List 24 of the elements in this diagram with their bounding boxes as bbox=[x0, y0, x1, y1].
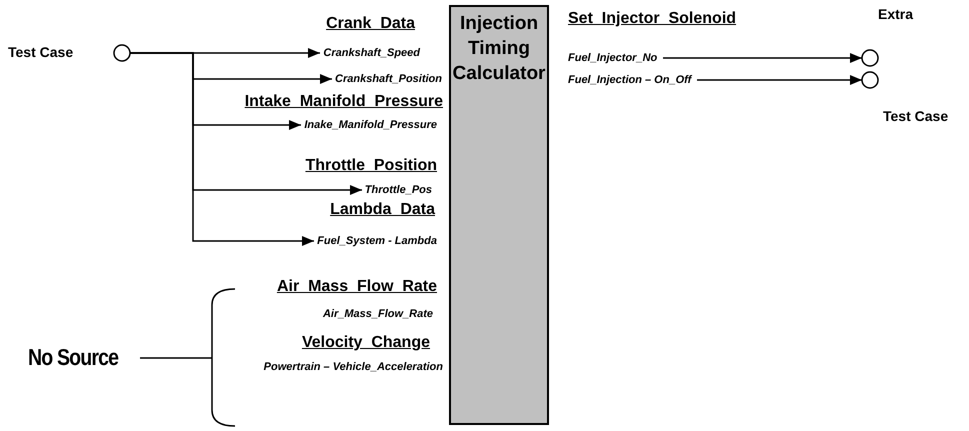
group-heading: Lambda_Data bbox=[330, 200, 435, 219]
signal-label: Fuel_Injection – On_Off bbox=[568, 73, 692, 87]
group-heading: Air_Mass_Flow_Rate bbox=[276, 277, 437, 296]
arrow bbox=[130, 52, 314, 246]
group-heading: Set_Injector_Solenoid bbox=[568, 9, 736, 28]
terminal-label: Extra bbox=[878, 6, 914, 23]
signal-label: Crankshaft_Position bbox=[335, 72, 442, 86]
group-heading: Crank_Data bbox=[326, 14, 415, 33]
terminal-label: Test Case bbox=[8, 44, 74, 61]
signal-label: Powertrain – Vehicle_Acceleration bbox=[264, 360, 443, 374]
source-label: No Source bbox=[28, 343, 118, 371]
signal-label: Fuel_System - Lambda bbox=[317, 234, 437, 248]
signal-label: Crankshaft_Speed bbox=[323, 46, 420, 60]
group-heading: Throttle_Position bbox=[305, 156, 437, 175]
signal-label: Fuel_Injector_No bbox=[568, 51, 658, 65]
signal-label: Air_Mass_Flow_Rate bbox=[322, 307, 433, 321]
signal-label: Throttle_Pos bbox=[364, 183, 432, 197]
process-box: Injection Timing Calculator bbox=[449, 5, 549, 425]
group-heading: Intake_Manifold_Pressure bbox=[244, 92, 443, 111]
arrow bbox=[663, 53, 862, 63]
signal-label: Inake_Manifold_Pressure bbox=[304, 118, 437, 132]
arrow bbox=[697, 75, 862, 85]
group-heading: Velocity_Change bbox=[302, 333, 430, 352]
terminal-label: Test Case bbox=[883, 108, 948, 125]
